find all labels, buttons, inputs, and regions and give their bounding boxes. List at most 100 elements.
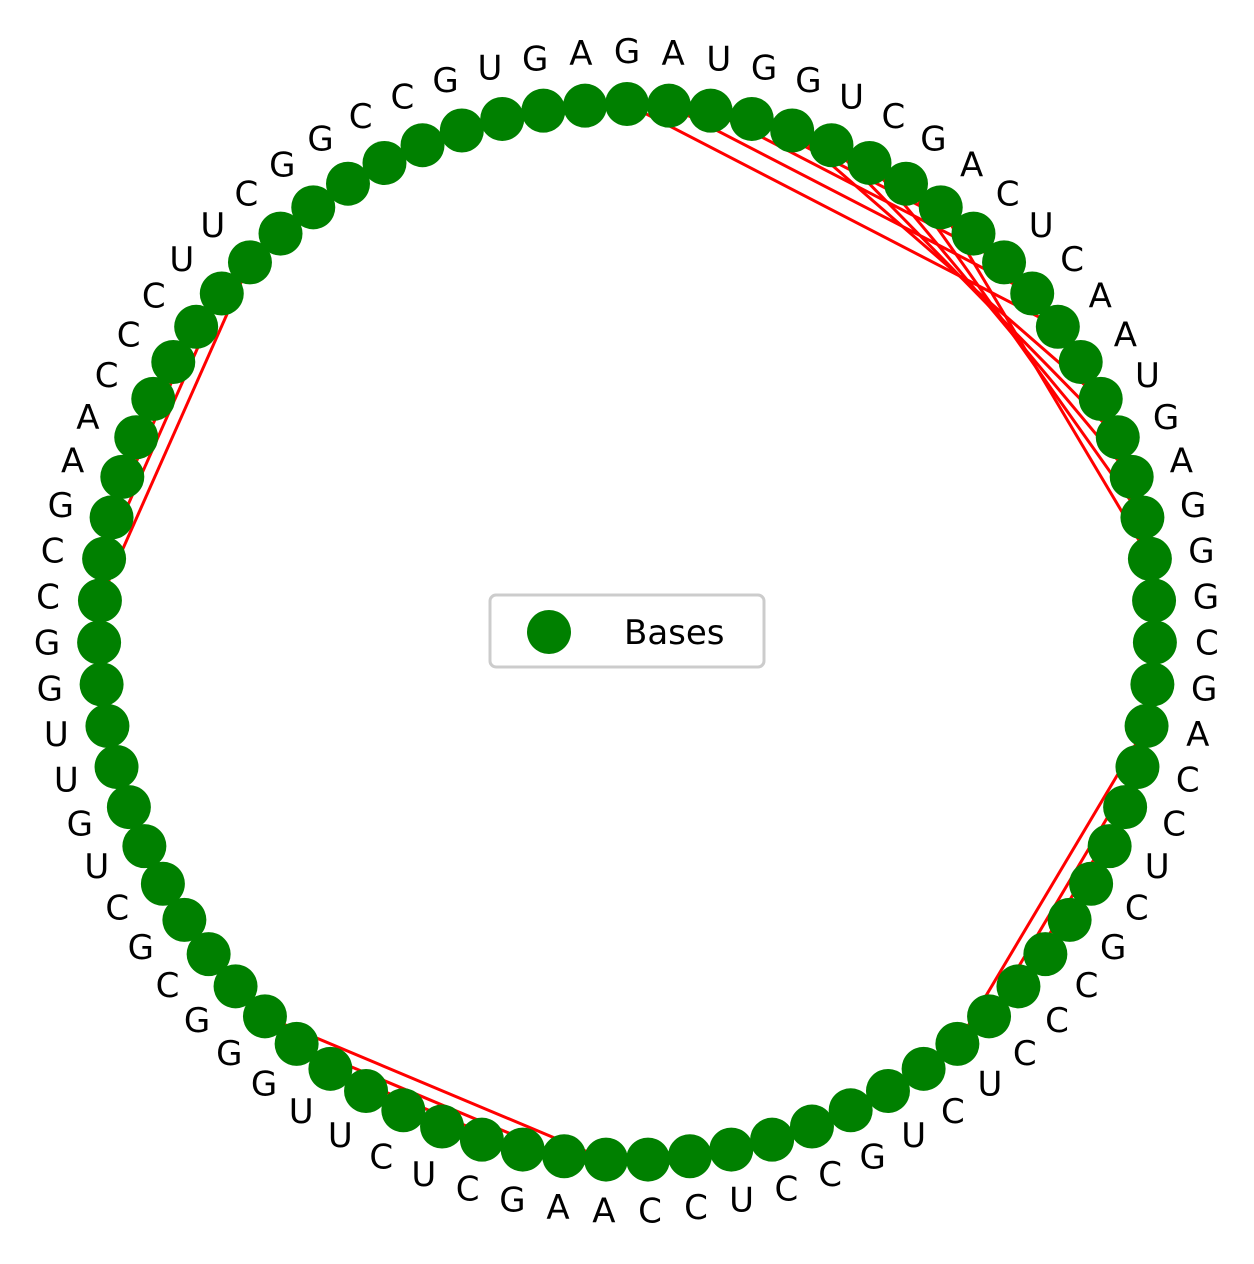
base-label: A bbox=[1114, 315, 1137, 355]
base-marker bbox=[1035, 304, 1080, 349]
base-label: C bbox=[1176, 760, 1200, 800]
base-label: G bbox=[184, 1001, 210, 1041]
base-label: A bbox=[1089, 277, 1112, 317]
base-marker bbox=[865, 1069, 910, 1114]
base-label: U bbox=[706, 39, 731, 79]
base-marker bbox=[1010, 271, 1055, 316]
base-marker bbox=[688, 88, 733, 133]
base-label: C bbox=[156, 966, 180, 1006]
base-label: G bbox=[795, 61, 821, 101]
base-label: C bbox=[456, 1170, 480, 1210]
base-marker bbox=[459, 1117, 504, 1162]
legend-entry-label: Bases bbox=[624, 613, 725, 653]
base-label: C bbox=[142, 277, 166, 317]
base-label: C bbox=[117, 315, 141, 355]
base-label: U bbox=[1135, 356, 1160, 396]
base-label: C bbox=[105, 889, 129, 929]
base-marker bbox=[709, 1127, 754, 1172]
pair-line bbox=[791, 129, 1102, 400]
base-marker bbox=[1124, 703, 1169, 748]
base-label: G bbox=[1100, 928, 1126, 968]
pair-line bbox=[264, 1014, 607, 1161]
base-label: U bbox=[411, 1155, 436, 1195]
base-marker bbox=[131, 376, 176, 421]
base-label: U bbox=[477, 48, 502, 88]
pair-line bbox=[868, 162, 1133, 478]
base-marker bbox=[1120, 495, 1165, 540]
pair-line bbox=[830, 144, 1119, 439]
base-marker bbox=[213, 964, 258, 1009]
base-label: G bbox=[1180, 486, 1206, 526]
pair-line bbox=[98, 261, 252, 602]
base-label: C bbox=[1162, 804, 1186, 844]
base-label: U bbox=[328, 1116, 353, 1156]
base-label: G bbox=[48, 486, 74, 526]
base-marker bbox=[94, 744, 139, 789]
base-label: A bbox=[61, 442, 84, 482]
base-label: U bbox=[200, 206, 225, 246]
base-marker bbox=[162, 897, 207, 942]
base-marker bbox=[500, 1127, 545, 1172]
base-marker bbox=[199, 271, 244, 316]
base-label: C bbox=[1125, 889, 1149, 929]
base-label: U bbox=[729, 1181, 754, 1221]
base-marker bbox=[951, 211, 996, 256]
base-marker bbox=[242, 994, 287, 1039]
base-marker bbox=[79, 662, 124, 707]
base-label: A bbox=[661, 34, 684, 74]
base-label: C bbox=[818, 1155, 842, 1195]
base-marker bbox=[847, 140, 892, 185]
base-marker bbox=[918, 185, 963, 230]
base-marker bbox=[122, 824, 167, 869]
base-label: A bbox=[1186, 715, 1209, 755]
base-marker bbox=[1130, 662, 1175, 707]
base-label: G bbox=[67, 804, 93, 844]
base-marker bbox=[89, 495, 134, 540]
base-label: C bbox=[996, 174, 1020, 214]
base-label: U bbox=[289, 1092, 314, 1132]
base-label: G bbox=[1153, 398, 1179, 438]
base-label: C bbox=[1060, 240, 1084, 280]
base-label: G bbox=[128, 928, 154, 968]
base-marker bbox=[258, 211, 303, 256]
base-label: U bbox=[44, 715, 69, 755]
base-label: C bbox=[391, 77, 415, 117]
base-label: G bbox=[860, 1137, 886, 1177]
base-label: G bbox=[34, 624, 60, 664]
base-marker bbox=[227, 240, 272, 285]
base-label: A bbox=[546, 1188, 569, 1228]
base-label: U bbox=[54, 760, 79, 800]
base-label: G bbox=[920, 120, 946, 160]
base-label: A bbox=[1170, 442, 1193, 482]
pair-line bbox=[939, 206, 1152, 560]
base-label: G bbox=[1191, 670, 1217, 710]
base-marker bbox=[381, 1088, 426, 1133]
base-marker bbox=[809, 123, 854, 168]
base-label: C bbox=[235, 174, 259, 214]
base-marker bbox=[789, 1104, 834, 1149]
base-label: U bbox=[84, 847, 109, 887]
base-marker bbox=[400, 123, 445, 168]
base-marker bbox=[770, 108, 815, 153]
base-marker bbox=[884, 161, 929, 206]
base-marker bbox=[1023, 932, 1068, 977]
base-marker bbox=[996, 964, 1041, 1009]
base-marker bbox=[439, 108, 484, 153]
base-marker bbox=[584, 1137, 629, 1182]
base-marker bbox=[729, 96, 774, 141]
base-marker bbox=[100, 454, 145, 499]
base-label: A bbox=[592, 1192, 615, 1232]
base-label: U bbox=[977, 1064, 1002, 1104]
base-label: U bbox=[169, 240, 194, 280]
base-markers bbox=[77, 82, 1177, 1182]
base-marker bbox=[1127, 536, 1172, 581]
legend-marker bbox=[527, 610, 571, 654]
base-marker bbox=[625, 1137, 670, 1182]
base-marker bbox=[151, 339, 196, 384]
base-marker bbox=[106, 785, 151, 830]
base-marker bbox=[77, 578, 122, 623]
pair-line bbox=[626, 102, 1059, 329]
base-marker bbox=[967, 994, 1012, 1039]
base-label: G bbox=[1188, 532, 1214, 572]
